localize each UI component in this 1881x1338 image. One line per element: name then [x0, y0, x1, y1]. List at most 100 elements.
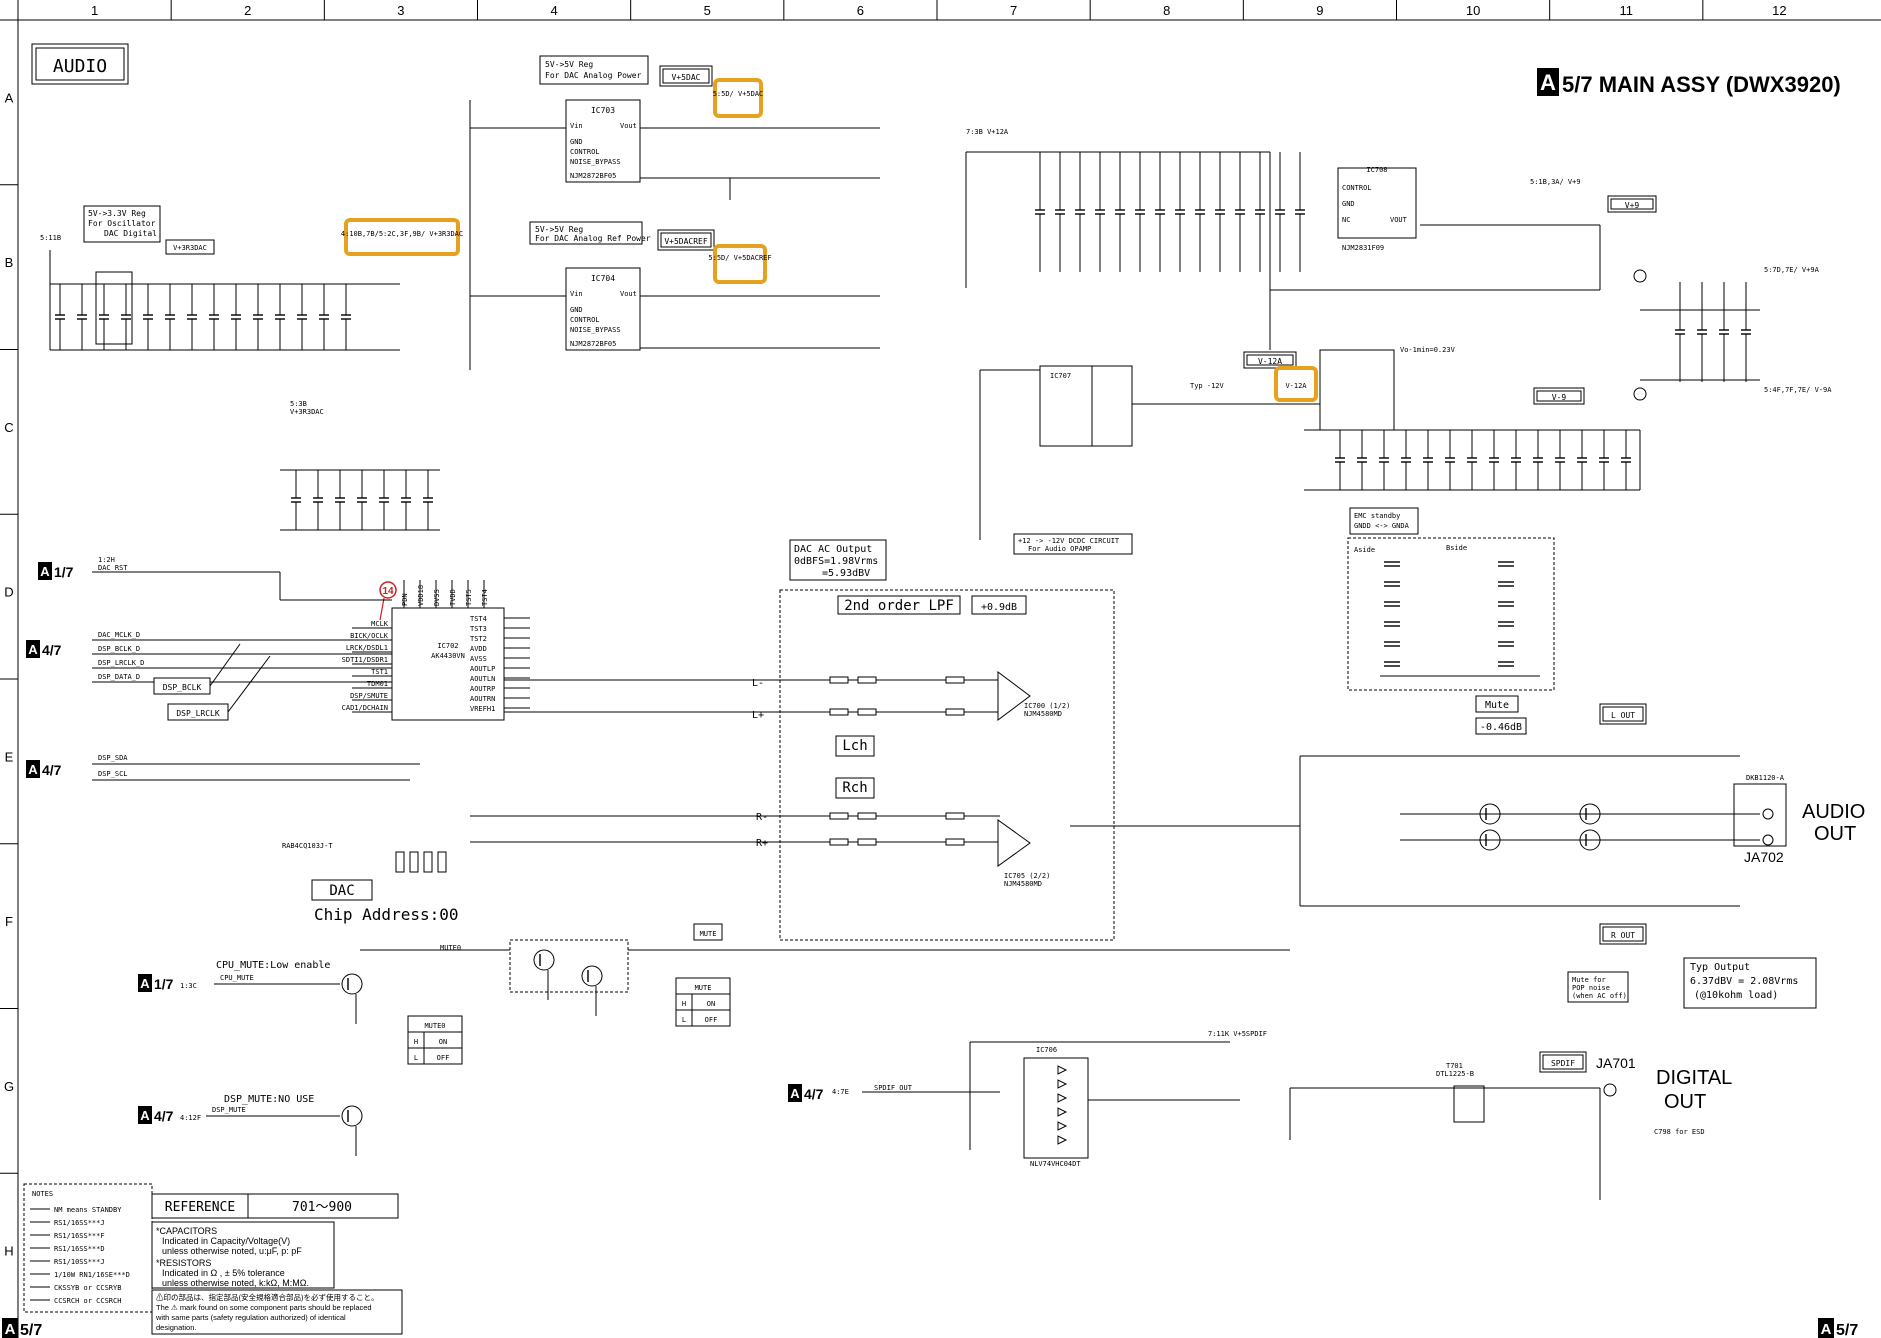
- footer-left-page: 5/7: [20, 1322, 42, 1338]
- safety-1: ⚠印の部品は、指定部品(安全規格適合部品)を必ず使用すること。: [156, 1292, 379, 1302]
- dac-supply-caps: 5:3B V+3R3DAC: [280, 400, 440, 531]
- footer-right-page: 5/7: [1836, 1322, 1858, 1338]
- dac-ac-line1: DAC AC Output: [794, 544, 872, 555]
- dsp-net: DSP_DATA_D: [98, 673, 140, 681]
- digital-out-line2: OUT: [1664, 1091, 1706, 1113]
- section-badge-letter: A: [1540, 70, 1556, 95]
- notes-line: RS1/16SS***F: [54, 1232, 105, 1240]
- grid-row-H: H: [4, 1244, 13, 1259]
- dac-pin-left: SDTI1/DSDR1: [342, 656, 388, 664]
- dsp-lrclk-label: DSP_LRCLK: [176, 709, 220, 718]
- c798-note: C798 for ESD: [1654, 1128, 1705, 1136]
- connector-a47-dspmute: A 4/7 4:12F DSP_MUTE: [138, 1106, 340, 1124]
- dac-chip-body: [391, 607, 505, 721]
- grid-col-9: 9: [1316, 3, 1323, 18]
- cap-note-2: Indicated in Capacity/Voltage(V): [162, 1236, 290, 1246]
- ic706-label: IC706: [1036, 1046, 1057, 1054]
- mute0-tag: MUTE0: [440, 944, 461, 952]
- dac-pin-top: PDN: [401, 593, 409, 606]
- svg-text:NOISE_BYPASS: NOISE_BYPASS: [570, 326, 621, 334]
- svg-text:Vin: Vin: [570, 122, 583, 130]
- a17f-net: CPU_MUTE: [220, 974, 254, 982]
- lpf-label: 2nd order LPF: [844, 598, 954, 614]
- grid-col-3: 3: [397, 3, 404, 18]
- emc-line2: GNDD <-> GNDA: [1354, 522, 1410, 530]
- dcdc-converter: IC707 +12 -> -12V DCDC CIRCUIT For Audio…: [979, 346, 1641, 555]
- net-dsp-scl: DSP_SCL: [98, 770, 128, 778]
- v9-label: V+9: [1625, 201, 1640, 210]
- notes-title: NOTES: [32, 1190, 53, 1198]
- notes-line: CCSRCH or CCSRCH: [54, 1297, 121, 1305]
- connector-a17-mute: A 1/7 1:3C CPU_MUTE: [138, 974, 340, 992]
- grid-row-F: F: [5, 914, 13, 929]
- opamp-r: [997, 819, 1031, 867]
- ref-v9: 5:1B,3A/ V+9: [1530, 178, 1581, 186]
- badge-a47g-letter: A: [140, 1108, 150, 1123]
- reg2-note-line2: For DAC Analog Ref Power: [535, 234, 651, 243]
- dac-pin-left: TDM01: [367, 680, 388, 688]
- svg-text:Vout: Vout: [620, 290, 637, 298]
- grid-row-E: E: [5, 749, 14, 764]
- mute-circuit: A 1/7 1:3C CPU_MUTE CPU_MUTE:Low enable …: [138, 923, 1290, 1156]
- dac-pin-top: VDD18: [417, 585, 425, 606]
- vm12a-label: V-12A: [1258, 357, 1282, 366]
- grid-row-D: D: [4, 585, 13, 600]
- badge-a17-letter: A: [40, 564, 50, 579]
- rch-label: Rch: [842, 780, 867, 796]
- opamp-l: [997, 671, 1031, 721]
- regulator-ic704: 5V->5V Reg For DAC Analog Ref Power V+5D…: [470, 221, 880, 351]
- dsp-net: DAC_MCLK_D: [98, 631, 140, 639]
- res-note-1: *RESISTORS: [156, 1258, 211, 1268]
- safety-2: The ⚠ mark found on some component parts…: [156, 1303, 372, 1312]
- grid-col-1: 1: [91, 3, 98, 18]
- mute0-table-title: MUTE0: [424, 1022, 445, 1030]
- dac-pin-top: TST5: [465, 589, 473, 606]
- mute0-l: L: [414, 1054, 418, 1062]
- net-dsp-sda: DSP_SDA: [98, 754, 128, 762]
- notes-line: RS1/16SS***D: [54, 1245, 105, 1253]
- regulator-ic703: 5V->5V Reg For DAC Analog Power V+5DAC 5…: [469, 55, 880, 370]
- ic708-part: NJM2831F09: [1342, 244, 1384, 252]
- footer: A 5/7 A 5/7: [2, 1318, 1858, 1338]
- mute-h: H: [682, 1000, 686, 1008]
- page-header: AUDIO A 5/7 MAIN ASSY (DWX3920): [31, 43, 1841, 97]
- typ-output-line2: 6.37dBV = 2.08Vrms: [1690, 976, 1798, 987]
- marker-14-label: 14: [382, 586, 394, 597]
- dsp-mute-label: DSP_MUTE:NO USE: [224, 1094, 314, 1105]
- lch-label: Lch: [842, 738, 867, 754]
- badge-a47-letter: A: [28, 642, 38, 657]
- notes-line: RS1/10SS***J: [54, 1258, 105, 1266]
- reg3-note-line2: For Oscillator: [88, 219, 156, 228]
- footer-right-badge: A: [1821, 1321, 1832, 1338]
- dtl-label: DTL1225-B: [1436, 1070, 1474, 1078]
- output-stage: EMC standby GNDD <-> GNDA Aside Bside Mu…: [1070, 507, 1865, 1009]
- r-out-label: R OUT: [1611, 931, 1635, 940]
- reg3-note-line1: 5V->3.3V Reg: [88, 209, 146, 218]
- ic702-part: AK4430VN: [431, 652, 465, 660]
- a47g-net: DSP_MUTE: [212, 1106, 246, 1114]
- dac-pin-right: AVDD: [470, 645, 487, 653]
- notes-line: RS1/16SS***J: [54, 1219, 105, 1227]
- dac-pin-left: BICK/OCLK: [350, 632, 389, 640]
- footer-left-badge: A: [5, 1321, 16, 1338]
- audio-out-line1: AUDIO: [1802, 801, 1865, 823]
- badge-a47e-letter: A: [28, 762, 38, 777]
- svg-text:CONTROL: CONTROL: [570, 316, 600, 324]
- ic708-label: IC708: [1366, 166, 1387, 174]
- mute0-off: OFF: [437, 1054, 450, 1062]
- safety-4: designation.: [156, 1323, 196, 1332]
- typ-output-line3: (@10kohm load): [1694, 990, 1778, 1001]
- svg-text:GND: GND: [1342, 200, 1355, 208]
- badge-a47-page: 4/7: [42, 642, 62, 658]
- vm9-label: V-9: [1552, 393, 1567, 402]
- l-out-label: L OUT: [1611, 711, 1635, 720]
- reference-label: REFERENCE: [165, 1200, 235, 1215]
- notes-line: CKSSYB or CCSRYB: [54, 1284, 121, 1292]
- ja701-label: JA701: [1596, 1055, 1636, 1071]
- lpf-dashed-region: [779, 589, 1115, 941]
- ja702-label: JA702: [1744, 849, 1784, 865]
- ref-spdif: 7:11K V+5SPDIF: [1208, 1030, 1267, 1038]
- a17-net: DAC_RST: [98, 564, 128, 572]
- ref-3r3: 4:10B,7B/5:2C,3F,9B/ V+3R3DAC: [341, 230, 463, 238]
